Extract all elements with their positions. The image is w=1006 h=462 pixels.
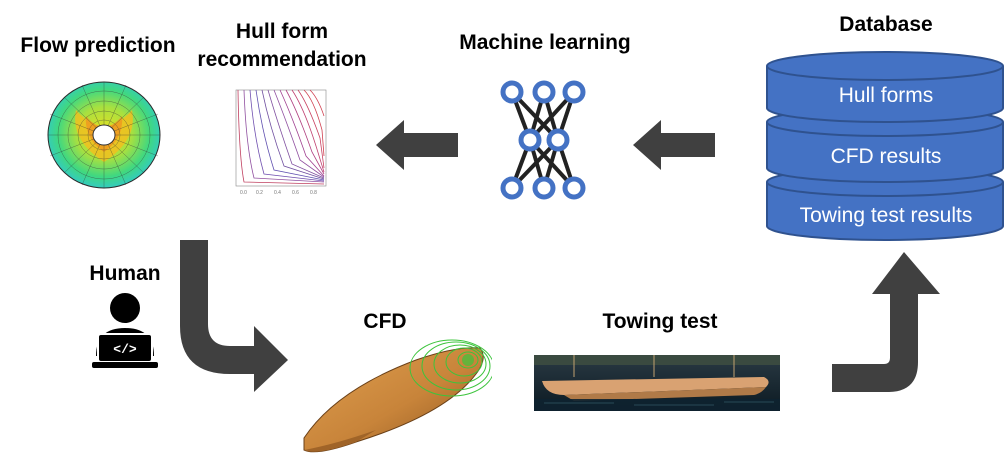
database-item-hull-forms: Hull forms xyxy=(838,84,934,107)
svg-text:0.2: 0.2 xyxy=(256,190,263,196)
person-laptop-code-icon: </> xyxy=(92,293,158,368)
hull-lines-plot-icon: 0.0 0.2 0.4 0.6 0.8 xyxy=(228,86,330,198)
svg-text:</>: </> xyxy=(113,342,137,357)
neural-network-icon xyxy=(500,80,586,200)
hull-form-label-line1: Hull form xyxy=(235,20,329,43)
towing-test-label: Towing test xyxy=(602,310,718,333)
database-cylinder-icon xyxy=(766,51,1004,241)
database-item-cfd-results: CFD results xyxy=(830,145,942,168)
svg-text:0.0: 0.0 xyxy=(240,190,247,196)
arrow-curved-down-right xyxy=(180,240,288,392)
machine-learning-label: Machine learning xyxy=(459,31,631,54)
arrow-curved-up xyxy=(832,252,940,392)
hull-form-label-line2: recommendation xyxy=(197,48,367,71)
flow-prediction-label: Flow prediction xyxy=(20,34,176,57)
ship-hull-cfd-icon xyxy=(303,339,492,453)
svg-text:0.4: 0.4 xyxy=(274,190,281,196)
svg-text:0.6: 0.6 xyxy=(292,190,299,196)
arrow-left-ml-to-hull xyxy=(376,120,458,170)
arrow-left-db-to-ml xyxy=(633,120,715,170)
database-label: Database xyxy=(839,13,933,36)
human-label: Human xyxy=(89,262,161,285)
svg-text:0.8: 0.8 xyxy=(310,190,317,196)
towing-tank-photo-icon xyxy=(534,355,780,411)
database-item-towing-results: Towing test results xyxy=(799,204,973,227)
cfd-label: CFD xyxy=(363,310,407,333)
flow-contour-disk-icon xyxy=(47,81,161,189)
